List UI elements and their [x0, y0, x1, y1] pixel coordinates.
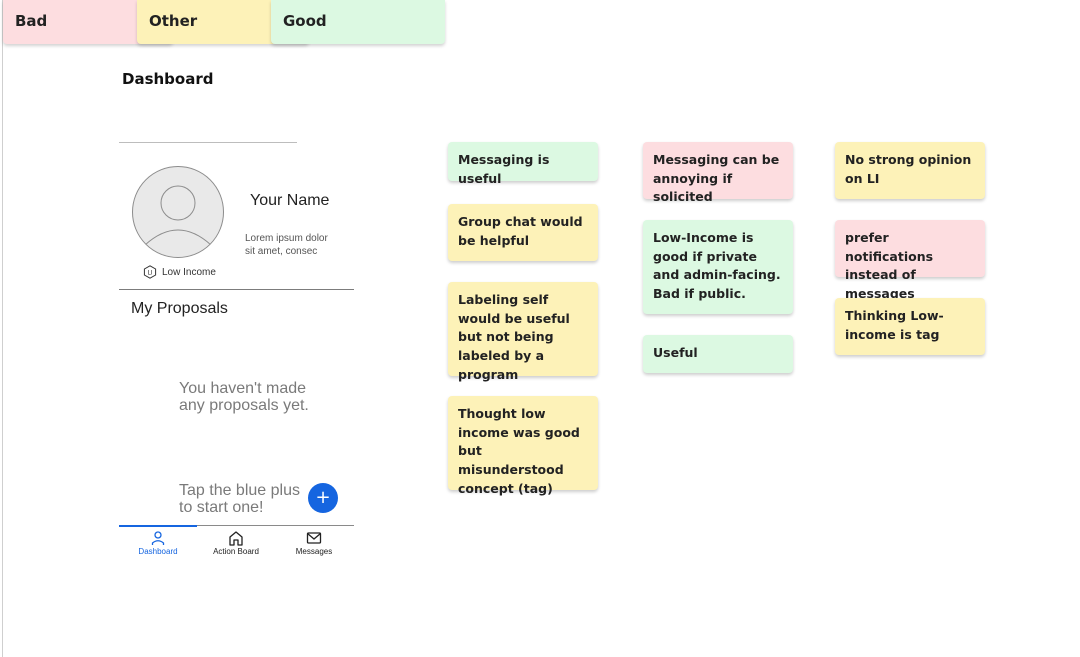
mail-icon [306, 532, 322, 544]
nav-messages-label: Messages [295, 547, 333, 556]
tap-plus-hint: Tap the blue plus to start one! [179, 482, 300, 516]
nav-dashboard[interactable]: Dashboard [119, 530, 197, 556]
sticky-note[interactable]: Thought low income was good but misunder… [448, 396, 598, 496]
empty-proposals-message: You haven't made any proposals yet. [179, 380, 309, 414]
nav-dashboard-label: Dashboard [138, 547, 178, 556]
sticky-note[interactable]: No strong opinion on LI [835, 142, 985, 199]
profile-bio: Lorem ipsum dolor sit amet, consec [245, 233, 328, 257]
avatar[interactable] [132, 166, 224, 258]
sticky-note[interactable]: Thinking Low-income is tag [835, 298, 985, 355]
avatar-placeholder-icon [144, 185, 212, 246]
proposals-heading: My Proposals [131, 300, 228, 317]
profile-tag-label: Low Income [162, 266, 216, 278]
svg-text:LI: LI [147, 270, 152, 277]
nav-action-board[interactable]: Action Board [197, 530, 275, 556]
header-divider [119, 142, 297, 143]
profile-divider [119, 289, 354, 290]
home-icon [229, 531, 243, 546]
sticky-note[interactable]: Messaging can be annoying if solicited [643, 142, 793, 204]
person-icon [151, 531, 165, 545]
sticky-note[interactable]: Group chat would be helpful [448, 204, 598, 261]
sticky-note[interactable]: prefer notifications instead of messages [835, 220, 985, 301]
add-proposal-button[interactable]: + [308, 483, 338, 513]
sticky-note[interactable]: Useful [643, 335, 793, 373]
profile-tag[interactable]: LI Low Income [143, 265, 216, 279]
canvas-frame-edge [2, 0, 3, 657]
dashboard-title: Dashboard [122, 70, 214, 88]
sticky-note[interactable]: Messaging is useful [448, 142, 598, 186]
category-good: Good [271, 0, 445, 44]
profile-name: Your Name [250, 192, 330, 209]
nav-action-board-label: Action Board [213, 547, 259, 556]
nav-messages[interactable]: Messages [275, 530, 353, 556]
tag-badge-icon: LI [143, 265, 157, 279]
bottom-nav-active-indicator [119, 525, 197, 527]
sticky-note[interactable]: Labeling self would be useful but not be… [448, 282, 598, 382]
bottom-nav-divider [119, 525, 354, 526]
sticky-note[interactable]: Low-Income is good if private and admin-… [643, 220, 793, 314]
